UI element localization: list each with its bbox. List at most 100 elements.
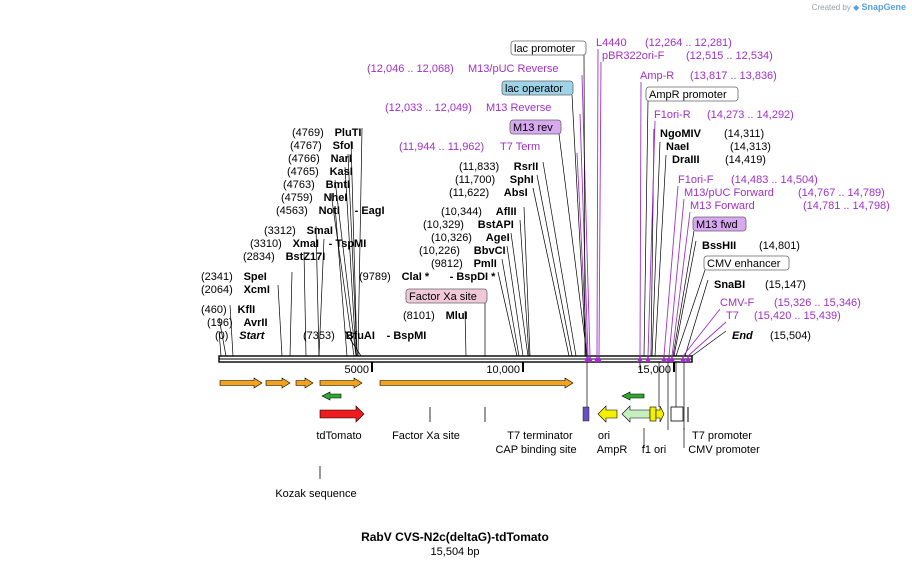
enzyme-position: (14,419) xyxy=(725,154,766,166)
enzyme-alt-name: - BspDI * xyxy=(450,271,497,283)
feature-label-text: M13 rev xyxy=(513,122,553,134)
primer-name: pBR322ori-F xyxy=(602,50,665,62)
feature-name-label: AmpR xyxy=(597,444,628,456)
enzyme-position: (14,311) xyxy=(724,128,764,140)
enzyme-position: (11,622) xyxy=(449,187,489,199)
enzyme-site-left: (2834) BstZ17I xyxy=(243,251,326,357)
enzyme-site-mid: (9812)PmlI xyxy=(431,258,520,357)
enzyme-cut-line xyxy=(691,330,727,357)
enzyme-name: BbvCI xyxy=(474,245,506,257)
enzyme-name: NaeI xyxy=(666,141,689,153)
primer-site: M13/pUC Forward(14,767 .. 14,789) xyxy=(666,187,885,362)
enzyme-site-right: BssHII(14,801) xyxy=(673,240,800,357)
feature-name-label: ori xyxy=(598,430,610,442)
primer-marker-icon xyxy=(661,356,667,362)
enzyme-name: BssHII xyxy=(702,240,736,252)
enzyme-name: BfuAI xyxy=(346,330,375,342)
enzyme-cut-line xyxy=(303,251,307,357)
enzyme-cut-line xyxy=(289,271,293,357)
primer-site: Amp-R(13,817 .. 13,836) xyxy=(637,70,777,362)
enzyme-name: SmaI xyxy=(307,225,333,237)
enzyme-name: XcmI xyxy=(244,284,270,296)
brand-prefix: Created by xyxy=(811,3,851,12)
primer-marker-icon xyxy=(669,356,675,362)
primer-line xyxy=(682,308,721,357)
enzyme-site-mid: (10,344)AflII xyxy=(441,206,531,357)
enzyme-site-left: (2064)XcmI xyxy=(201,284,283,357)
enzyme-name: NotI xyxy=(319,205,340,217)
primer-line xyxy=(671,211,691,357)
feature-label-text: CMV enhancer xyxy=(707,258,781,270)
enzyme-name: SpeI xyxy=(244,271,267,283)
enzyme-position: (4769) xyxy=(292,127,324,139)
enzyme-name: BstZ17I xyxy=(286,251,326,263)
enzyme-position: (15,504) xyxy=(770,330,811,342)
enzyme-cut-line xyxy=(523,206,531,357)
enzyme-site-right: NaeI (14,313) xyxy=(651,141,771,357)
gene-arrow-orange-icon xyxy=(295,377,314,389)
feature-label-frame xyxy=(692,216,747,232)
enzyme-position: (9789) xyxy=(359,271,391,283)
enzyme-position: (2341) xyxy=(201,271,233,283)
enzyme-name: AvrII xyxy=(244,317,268,329)
enzyme-cut-line xyxy=(350,140,358,357)
enzyme-name: NarI xyxy=(331,153,352,165)
primer-line xyxy=(663,185,679,357)
primer-line xyxy=(581,74,591,357)
enzyme-position: (0) xyxy=(215,330,228,342)
feature-name-label: f1 ori xyxy=(642,444,666,456)
enzyme-cut-line xyxy=(542,161,577,357)
enzyme-name: AflII xyxy=(496,206,517,218)
primer-site: (12,033 .. 12,049)M13 Reverse xyxy=(385,102,591,362)
enzyme-cut-line xyxy=(357,127,363,357)
enzyme-cut-line xyxy=(506,245,524,357)
enzyme-site-left: (4759)NheI xyxy=(281,192,355,357)
enzyme-site-left: (196)AvrII xyxy=(207,317,268,357)
feature-label-line xyxy=(643,100,649,357)
enzyme-cut-line xyxy=(344,166,357,357)
feature-label-box: CMV enhancer xyxy=(675,255,790,357)
feature-label-frame xyxy=(405,288,488,304)
primer-line xyxy=(579,113,589,357)
feature-label-text: lac operator xyxy=(505,83,563,95)
feature-label-line xyxy=(675,269,706,357)
enzyme-cut-line xyxy=(510,232,529,357)
enzyme-name: Start xyxy=(239,330,265,342)
enzyme-name: PmlI xyxy=(474,258,497,270)
feature-name-label: CAP binding site xyxy=(495,444,576,456)
f1-ori-box-icon xyxy=(649,406,657,422)
primer-range: (13,817 .. 13,836) xyxy=(690,70,777,82)
primer-range: (12,264 .. 12,281) xyxy=(645,37,732,49)
enzyme-name: MluI xyxy=(446,310,468,322)
enzyme-cut-line xyxy=(344,330,362,357)
enzyme-alt-name: - BspMI xyxy=(387,330,427,342)
enzyme-site-mid: (10,329)BstAPI xyxy=(423,219,530,357)
primer-name: T7 xyxy=(726,310,739,322)
enzyme-position: (2834) xyxy=(243,251,275,263)
primer-line xyxy=(639,81,642,357)
primer-range: (12,046 .. 12,068) xyxy=(367,63,454,75)
enzyme-name: SnaBI xyxy=(714,279,745,291)
enzyme-position: (14,313) xyxy=(730,141,771,153)
enzyme-position: (4765) xyxy=(287,166,319,178)
enzyme-site-right: End(15,504) xyxy=(691,330,811,357)
enzyme-site-mid: (11,622)AbsI xyxy=(449,187,570,357)
feature-name-label: Kozak sequence xyxy=(275,488,356,500)
enzyme-cut-line xyxy=(315,225,320,357)
enzyme-name: RsrII xyxy=(514,161,538,173)
primer-name: M13 Reverse xyxy=(486,102,551,114)
enzyme-site-left: (4563)NotI- EagI xyxy=(276,205,385,357)
feature-label-text: lac promoter xyxy=(514,43,575,55)
enzyme-site-mid: (9789)ClaI *- BspDI * xyxy=(359,271,518,357)
ruler-tick-label: 5000 xyxy=(345,364,369,376)
enzyme-position: (10,329) xyxy=(423,219,464,231)
enzyme-position: (4763) xyxy=(283,179,315,191)
enzyme-position: (10,326) xyxy=(431,232,472,244)
feature-label-text: M13 fwd xyxy=(696,219,738,231)
primer-marker-icon xyxy=(685,356,691,362)
snapgene-brand: Created by ◆ SnapGene xyxy=(812,2,906,12)
feature-label-line xyxy=(672,230,695,357)
enzyme-position: (10,226) xyxy=(419,245,460,257)
